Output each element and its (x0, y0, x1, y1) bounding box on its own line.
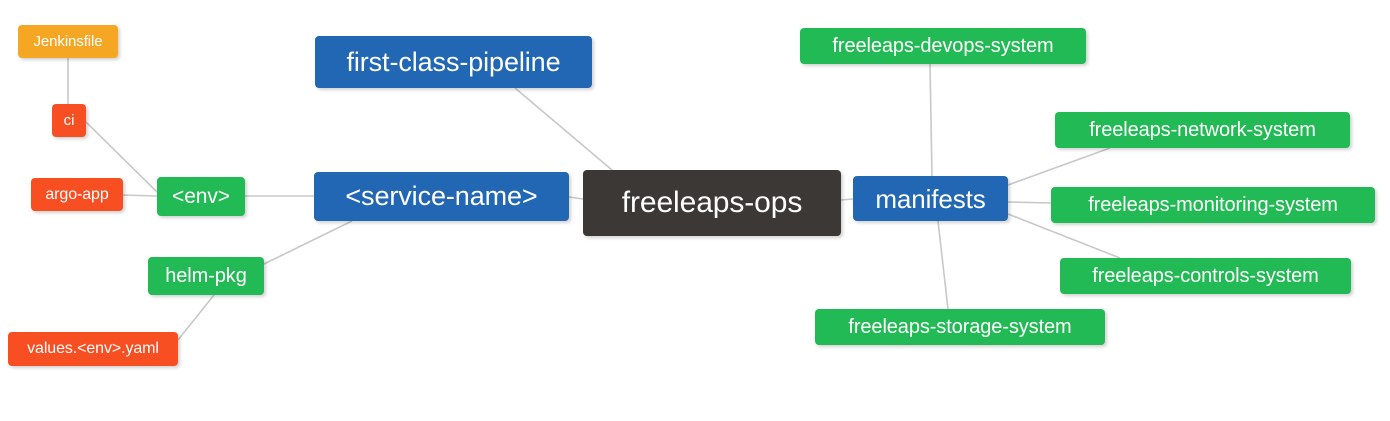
mindmap-node-label: helm-pkg (165, 265, 247, 287)
mindmap-edge (568, 196, 584, 200)
mindmap-node-label: freeleaps-storage-system (848, 316, 1072, 338)
mindmap-node-label: freeleaps-monitoring-system (1088, 194, 1338, 216)
mindmap-edge (929, 63, 933, 177)
mindmap-edge (1007, 147, 1111, 186)
mindmap-node-first-class-pipeline[interactable]: first-class-pipeline (315, 36, 592, 88)
mindmap-node-ci[interactable]: ci (52, 104, 86, 137)
mindmap-node-label: freeleaps-controls-system (1092, 265, 1319, 287)
mindmap-node-helm-pkg[interactable]: helm-pkg (148, 257, 264, 295)
mindmap-node-freeleaps-network-system[interactable]: freeleaps-network-system (1055, 112, 1350, 148)
mindmap-node-freeleaps-controls-system[interactable]: freeleaps-controls-system (1060, 258, 1351, 294)
mindmap-edge (514, 87, 613, 171)
mindmap-node-jenkinsfile[interactable]: Jenkinsfile (18, 25, 118, 58)
mindmap-edge (122, 194, 158, 197)
mindmap-node-service-name[interactable]: <service-name> (314, 172, 569, 221)
mindmap-node-freeleaps-devops-system[interactable]: freeleaps-devops-system (800, 28, 1086, 64)
mindmap-node-label: freeleaps-devops-system (832, 35, 1054, 57)
mindmap-edge (177, 294, 215, 341)
mindmap-node-label: Jenkinsfile (33, 33, 103, 50)
mindmap-edge (1007, 201, 1052, 204)
mindmap-node-label: freeleaps-network-system (1089, 119, 1316, 141)
mindmap-edge (840, 198, 854, 201)
mindmap-node-label: freeleaps-ops (621, 186, 803, 219)
mindmap-node-label: ci (63, 112, 75, 129)
mindmap-edge (937, 220, 949, 310)
mindmap-node-manifests[interactable]: manifests (853, 176, 1008, 221)
mindmap-node-freeleaps-storage-system[interactable]: freeleaps-storage-system (815, 309, 1105, 345)
mindmap-edge (263, 220, 353, 265)
mindmap-node-label: <service-name> (345, 181, 538, 211)
mindmap-node-label: <env> (172, 185, 230, 208)
mindmap-node-label: argo-app (45, 185, 109, 203)
mindmap-node-label: first-class-pipeline (346, 46, 561, 77)
mindmap-node-freeleaps-ops[interactable]: freeleaps-ops (583, 170, 841, 236)
mindmap-node-values-env-yaml[interactable]: values.<env>.yaml (8, 332, 178, 366)
mindmap-node-label: manifests (875, 183, 986, 214)
mindmap-node-label: values.<env>.yaml (27, 340, 159, 357)
mindmap-node-freeleaps-monitoring-system[interactable]: freeleaps-monitoring-system (1051, 187, 1375, 223)
mindmap-node-env[interactable]: <env> (157, 177, 245, 216)
mindmap-node-argo-app[interactable]: argo-app (31, 178, 123, 211)
